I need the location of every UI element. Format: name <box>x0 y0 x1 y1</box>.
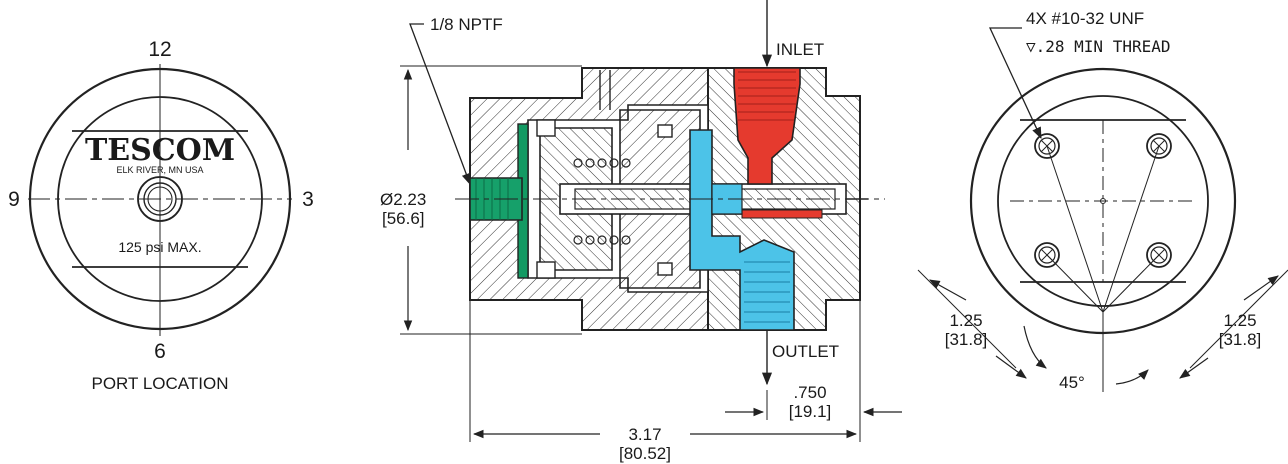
clock-9-label: 9 <box>8 188 20 211</box>
clock-12-label: 12 <box>148 38 171 61</box>
clock-3-label: 3 <box>302 188 314 211</box>
port-outer-circle <box>137 176 183 222</box>
view-caption: PORT LOCATION <box>92 374 229 393</box>
hole-spec: 4X #10-32 UNF <box>1026 9 1144 28</box>
offset-mm: [19.1] <box>789 402 832 421</box>
tescom-logo: TESCOM <box>85 133 235 168</box>
port-location-view: 12 9 3 6 TESCOM ELK RIVER, MN USA 125 ps… <box>8 38 314 393</box>
diameter-mm: [56.6] <box>382 209 425 228</box>
section-view: 1/8 NPTF INLET OUTLET Ø2.23 [56.6] 3.17 … <box>380 0 902 463</box>
mounting-view: 4X #10-32 UNF ▽.28 MIN THREAD 1.25 [31.8… <box>917 9 1288 392</box>
outlet-label: OUTLET <box>772 342 839 361</box>
clock-6-label: 6 <box>154 340 166 363</box>
thread-callout: 1/8 NPTF <box>430 15 503 34</box>
thread-depth: ▽.28 MIN THREAD <box>1026 37 1171 56</box>
outlet-passage <box>689 129 795 331</box>
length-inch: 3.17 <box>628 425 661 444</box>
diameter-inch: Ø2.23 <box>380 190 426 209</box>
left-spacing-inch: 1.25 <box>949 311 982 330</box>
offset-inch: .750 <box>793 383 826 402</box>
inlet-passage <box>733 67 801 185</box>
left-spacing-mm: [31.8] <box>945 330 988 349</box>
right-spacing-mm: [31.8] <box>1219 330 1262 349</box>
angle-label: 45° <box>1059 373 1085 392</box>
mount-inner-circle <box>997 95 1209 307</box>
right-spacing-inch: 1.25 <box>1223 311 1256 330</box>
inlet-label: INLET <box>776 40 824 59</box>
logo-location: ELK RIVER, MN USA <box>116 165 203 175</box>
pressure-rating: 125 psi MAX. <box>118 239 201 255</box>
length-mm: [80.52] <box>619 444 671 463</box>
